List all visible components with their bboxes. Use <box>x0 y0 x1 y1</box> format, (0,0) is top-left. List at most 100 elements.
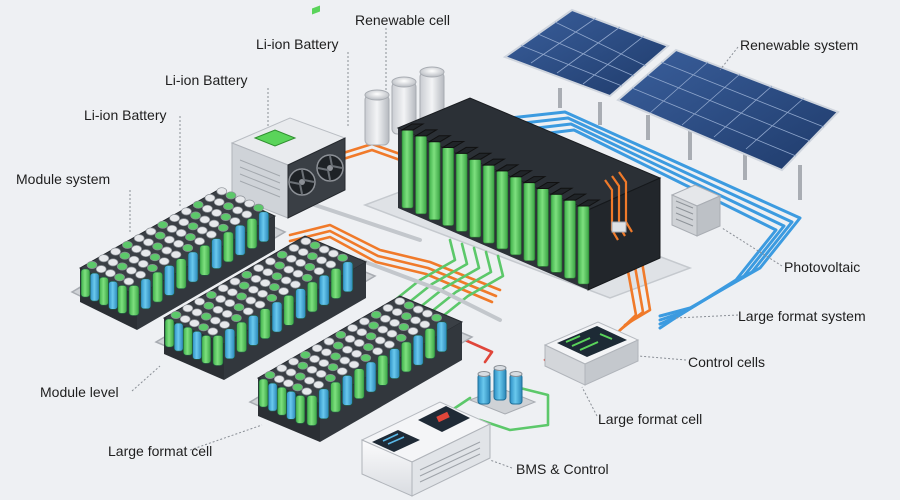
cell-top <box>337 253 348 262</box>
cell-top <box>149 253 161 262</box>
cell-top <box>304 263 316 271</box>
cell-top <box>220 213 232 221</box>
cell-top <box>365 332 377 341</box>
cooling-fan-icon <box>288 168 316 196</box>
battery-cell-icon <box>424 328 436 359</box>
cell-top <box>219 320 230 329</box>
cell-top <box>203 301 215 310</box>
battery-cell-icon <box>523 182 536 261</box>
cell-top <box>157 220 169 229</box>
battery-cell-icon <box>455 153 468 232</box>
battery-cell-icon <box>140 278 152 310</box>
battery-cell-icon <box>564 199 576 279</box>
battery-cell-icon <box>117 285 128 314</box>
cell-top <box>215 295 226 303</box>
label-module-system: Module system <box>16 171 111 187</box>
cell-top <box>234 195 246 204</box>
cell-top <box>238 281 250 290</box>
label-control-cells: Control cells <box>688 354 766 370</box>
cell-top <box>119 251 131 260</box>
cell-top <box>192 200 204 209</box>
cell-cap <box>400 123 425 131</box>
cell-cap <box>413 129 439 137</box>
battery-cell-icon <box>183 326 193 356</box>
cell-top <box>187 222 199 231</box>
battery-cell-icon <box>428 141 441 220</box>
cell-top <box>259 279 271 287</box>
cell-top <box>269 283 280 292</box>
cell-top <box>360 353 372 362</box>
battery-cell-icon <box>211 238 222 269</box>
cell-top <box>244 199 255 208</box>
cell-top <box>217 284 229 293</box>
cell-top <box>274 261 285 270</box>
bms-unit <box>360 401 492 497</box>
battery-cell-icon <box>212 335 224 366</box>
battery-cell-icon <box>192 330 202 360</box>
battery-cell-icon <box>128 285 140 316</box>
cell-top <box>295 258 306 267</box>
battery-cell-icon <box>307 281 318 313</box>
cell-top <box>140 249 152 258</box>
label-large-format-cell-right: Large format cell <box>598 411 703 427</box>
cell-top <box>328 249 339 258</box>
battery-cell-icon <box>271 301 283 333</box>
cell-top <box>227 288 238 297</box>
cell-top <box>353 339 365 347</box>
cell-top <box>123 277 135 286</box>
cell-top <box>339 356 351 365</box>
battery-module-1 <box>70 187 287 330</box>
solar-panel-icon <box>502 8 840 200</box>
label-li-ion-battery-top: Li-ion Battery <box>256 36 339 52</box>
cell-top <box>206 290 217 299</box>
cell-top <box>122 240 133 249</box>
cell-top <box>135 270 146 279</box>
cell-cap <box>562 193 588 201</box>
battery-cell-icon <box>89 272 100 302</box>
battery-cell-icon <box>412 334 424 366</box>
cell-top <box>170 311 182 319</box>
cell-top <box>204 194 216 202</box>
cell-cap <box>440 141 466 149</box>
cell-top <box>143 238 154 247</box>
cell-top <box>313 380 324 389</box>
cell-top <box>213 198 225 207</box>
cell-top <box>288 244 300 252</box>
battery-cell-icon <box>201 335 212 364</box>
cell-top <box>380 314 391 323</box>
battery-cell-icon <box>223 231 234 263</box>
cell-top <box>95 265 107 274</box>
cell-top <box>325 374 336 382</box>
cell-top <box>253 264 264 273</box>
cell-top <box>229 277 241 286</box>
cell-top <box>147 264 158 272</box>
battery-cell-icon <box>389 348 400 379</box>
battery-cell-icon <box>259 308 271 340</box>
battery-cell-icon <box>295 395 306 424</box>
cell-top <box>128 255 140 264</box>
cell-top <box>386 329 398 338</box>
cell-top <box>374 336 386 345</box>
cell-top <box>394 297 406 306</box>
cell-top <box>266 293 278 302</box>
cell-top <box>301 273 313 282</box>
cell-top <box>377 325 389 334</box>
cell-top <box>419 320 431 329</box>
cell-top <box>264 371 276 379</box>
cell-top <box>182 243 194 252</box>
cell-top <box>389 318 400 327</box>
cell-top <box>276 250 288 259</box>
cell-top <box>318 245 330 254</box>
battery-cell-icon <box>377 354 389 386</box>
battery-cell-icon <box>246 218 258 249</box>
cell-cap <box>494 164 520 172</box>
battery-cell-icon <box>550 194 563 273</box>
battery-cell-icon <box>537 188 549 267</box>
battery-cell-icon <box>469 158 481 238</box>
cell-top <box>131 245 142 253</box>
battery-cell-icon <box>224 328 236 360</box>
label-large-format-cell-left: Large format cell <box>108 443 213 459</box>
cell-top <box>250 274 262 283</box>
cell-top <box>137 259 149 268</box>
battery-cell-icon <box>295 288 306 319</box>
